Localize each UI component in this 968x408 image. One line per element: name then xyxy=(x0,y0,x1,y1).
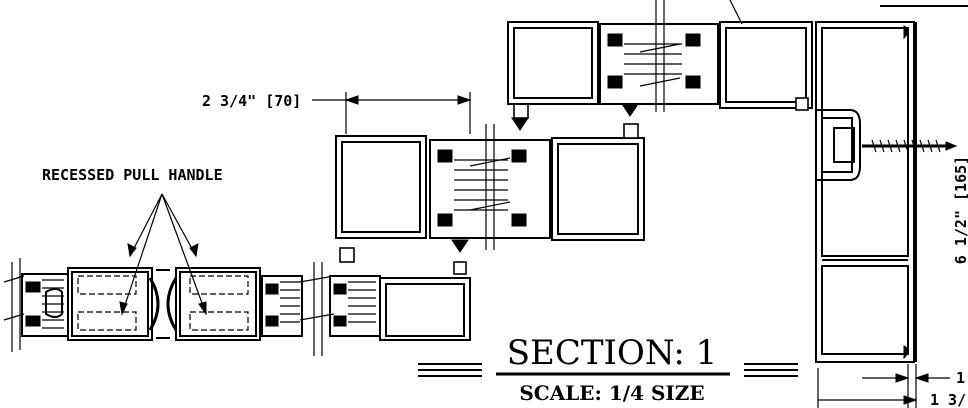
frame-border xyxy=(729,0,968,25)
left-panel-assembly xyxy=(3,247,471,356)
bottom-dimension-label-1: 1 xyxy=(956,369,965,387)
pull-handle-callout: RECESSED PULL HANDLE xyxy=(42,166,223,316)
top-panel-assembly xyxy=(507,0,813,117)
right-jamb-assembly xyxy=(815,21,958,363)
section-title: SECTION: 1 xyxy=(507,333,718,373)
dimension-height: 6 1/2" [165] xyxy=(952,156,968,264)
dimension-bottom: 1 1 3/ xyxy=(817,364,966,408)
section-title-block: SECTION: 1 SCALE: 1/4 SIZE xyxy=(418,333,798,405)
dimension-width: 2 3/4" [70] xyxy=(202,92,472,134)
scale-label: SCALE: 1/4 SIZE xyxy=(519,381,704,405)
bottom-dimension-label-2: 1 3/ xyxy=(930,391,966,408)
width-dimension-label: 2 3/4" [70] xyxy=(202,92,301,110)
middle-panel-assembly xyxy=(335,103,645,253)
pull-handle-label: RECESSED PULL HANDLE xyxy=(42,166,223,184)
height-dimension-label: 6 1/2" [165] xyxy=(952,156,968,264)
